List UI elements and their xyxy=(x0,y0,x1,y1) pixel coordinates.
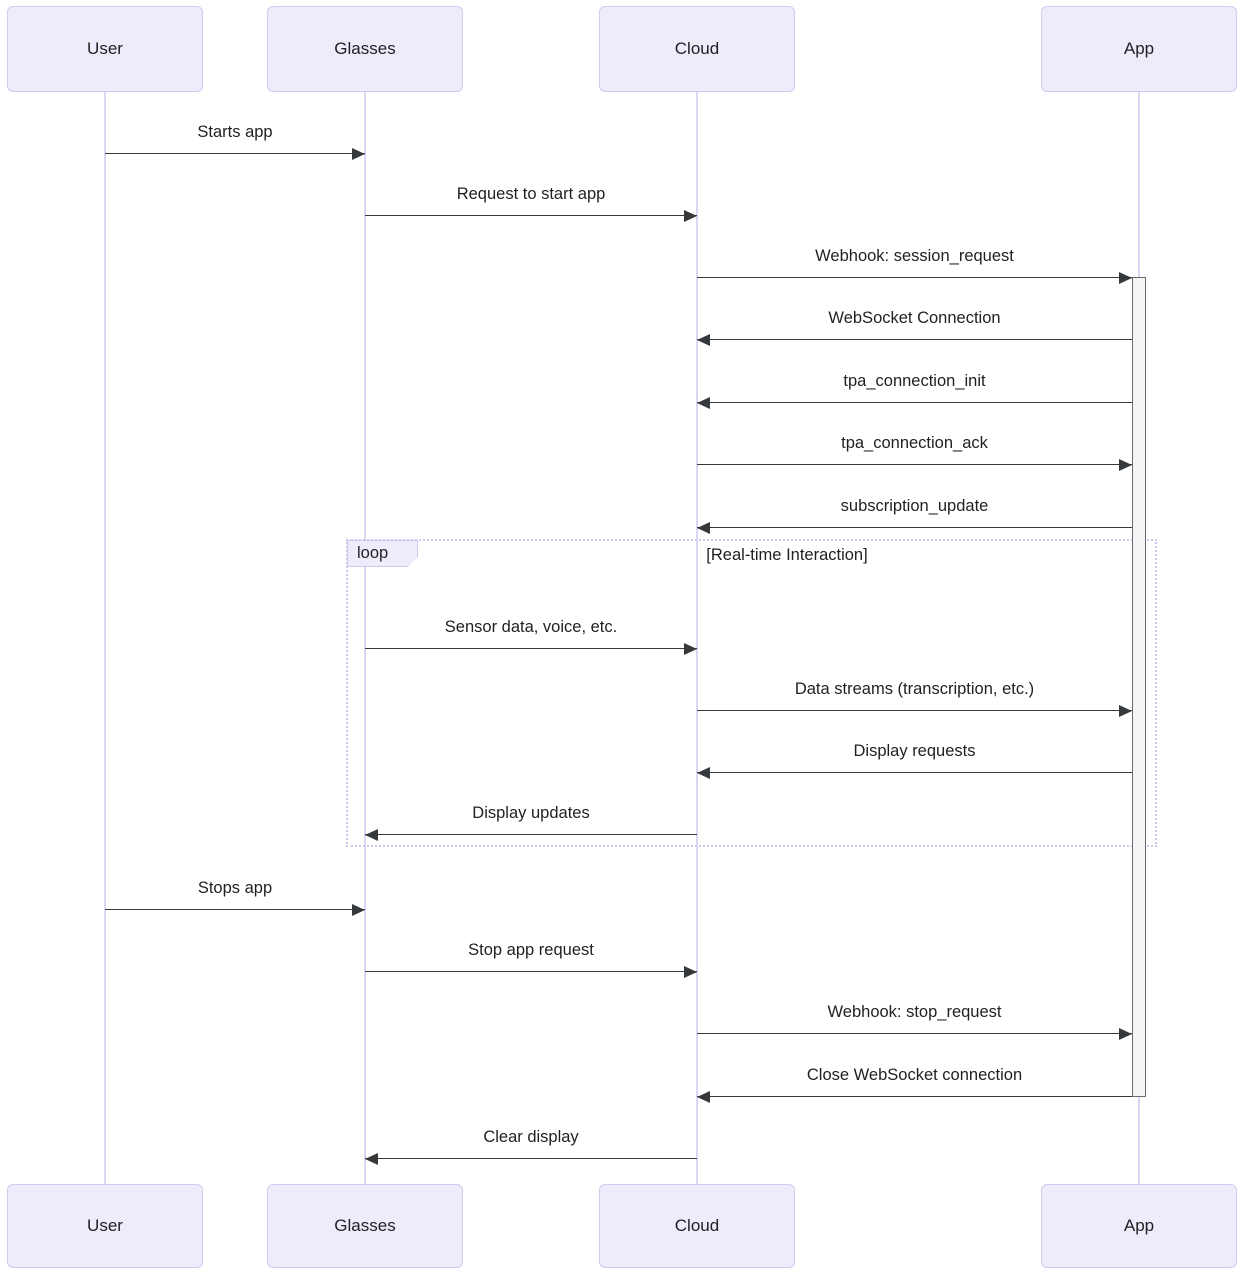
arrow-head-left xyxy=(697,333,710,346)
participant-top-box-glasses[interactable]: Glasses xyxy=(267,6,463,92)
message-line xyxy=(697,339,1132,340)
message-line xyxy=(365,834,697,835)
message-line xyxy=(365,1158,697,1159)
message-label: Display updates xyxy=(472,804,590,822)
participant-bottom-box-glasses[interactable]: Glasses xyxy=(267,1184,463,1268)
message-label: Display requests xyxy=(853,742,976,760)
arrow-head-right xyxy=(684,209,697,222)
message-line xyxy=(365,971,697,972)
participant-bottom-box-app[interactable]: App xyxy=(1041,1184,1237,1268)
message-label: Stops app xyxy=(197,879,273,897)
arrow-head-left xyxy=(697,396,710,409)
message-line xyxy=(697,710,1132,711)
arrow-head-right xyxy=(1119,1027,1132,1040)
message-line xyxy=(697,464,1132,465)
participant-top-box-cloud[interactable]: Cloud xyxy=(599,6,795,92)
participant-bottom-box-cloud[interactable]: Cloud xyxy=(599,1184,795,1268)
activation-bar-app xyxy=(1132,277,1146,1097)
message-line xyxy=(105,909,365,910)
message-label: WebSocket Connection xyxy=(828,309,1001,327)
message-label: Close WebSocket connection xyxy=(806,1066,1023,1084)
message-line xyxy=(365,648,697,649)
arrow-head-left xyxy=(365,1152,378,1165)
arrow-head-right xyxy=(684,965,697,978)
arrow-head-right xyxy=(352,147,365,160)
arrow-head-right xyxy=(684,642,697,655)
message-label: subscription_update xyxy=(840,497,989,515)
message-label: Data streams (transcription, etc.) xyxy=(794,680,1035,698)
arrow-head-right xyxy=(1119,271,1132,284)
message-line xyxy=(697,772,1132,773)
message-label: Webhook: stop_request xyxy=(827,1003,1002,1021)
participant-bottom-box-user[interactable]: User xyxy=(7,1184,203,1268)
fragment-condition: [Real-time Interaction] xyxy=(706,546,868,564)
message-line xyxy=(697,402,1132,403)
message-line xyxy=(697,527,1132,528)
message-label: Request to start app xyxy=(456,185,606,203)
arrow-head-right xyxy=(1119,458,1132,471)
lifeline-glasses xyxy=(364,92,366,1184)
lifeline-cloud xyxy=(696,92,698,1184)
message-label: Clear display xyxy=(483,1128,579,1146)
message-label: Stop app request xyxy=(468,941,594,959)
message-line xyxy=(697,1033,1132,1034)
arrow-head-left xyxy=(365,828,378,841)
arrow-head-left xyxy=(697,521,710,534)
message-line xyxy=(365,215,697,216)
message-label: Webhook: session_request xyxy=(815,247,1014,265)
participant-top-box-app[interactable]: App xyxy=(1041,6,1237,92)
arrow-head-left xyxy=(697,766,710,779)
message-line xyxy=(105,153,365,154)
message-line xyxy=(697,277,1132,278)
message-label: tpa_connection_init xyxy=(843,372,986,390)
arrow-head-left xyxy=(697,1090,710,1103)
arrow-head-right xyxy=(1119,704,1132,717)
lifeline-user xyxy=(104,92,106,1184)
message-label: Starts app xyxy=(197,123,273,141)
message-label: Sensor data, voice, etc. xyxy=(444,618,618,636)
message-line xyxy=(697,1096,1132,1097)
participant-top-box-user[interactable]: User xyxy=(7,6,203,92)
message-label: tpa_connection_ack xyxy=(841,434,988,452)
fragment-loop xyxy=(346,539,1157,847)
arrow-head-right xyxy=(352,903,365,916)
fragment-tag-label: loop xyxy=(347,540,418,567)
